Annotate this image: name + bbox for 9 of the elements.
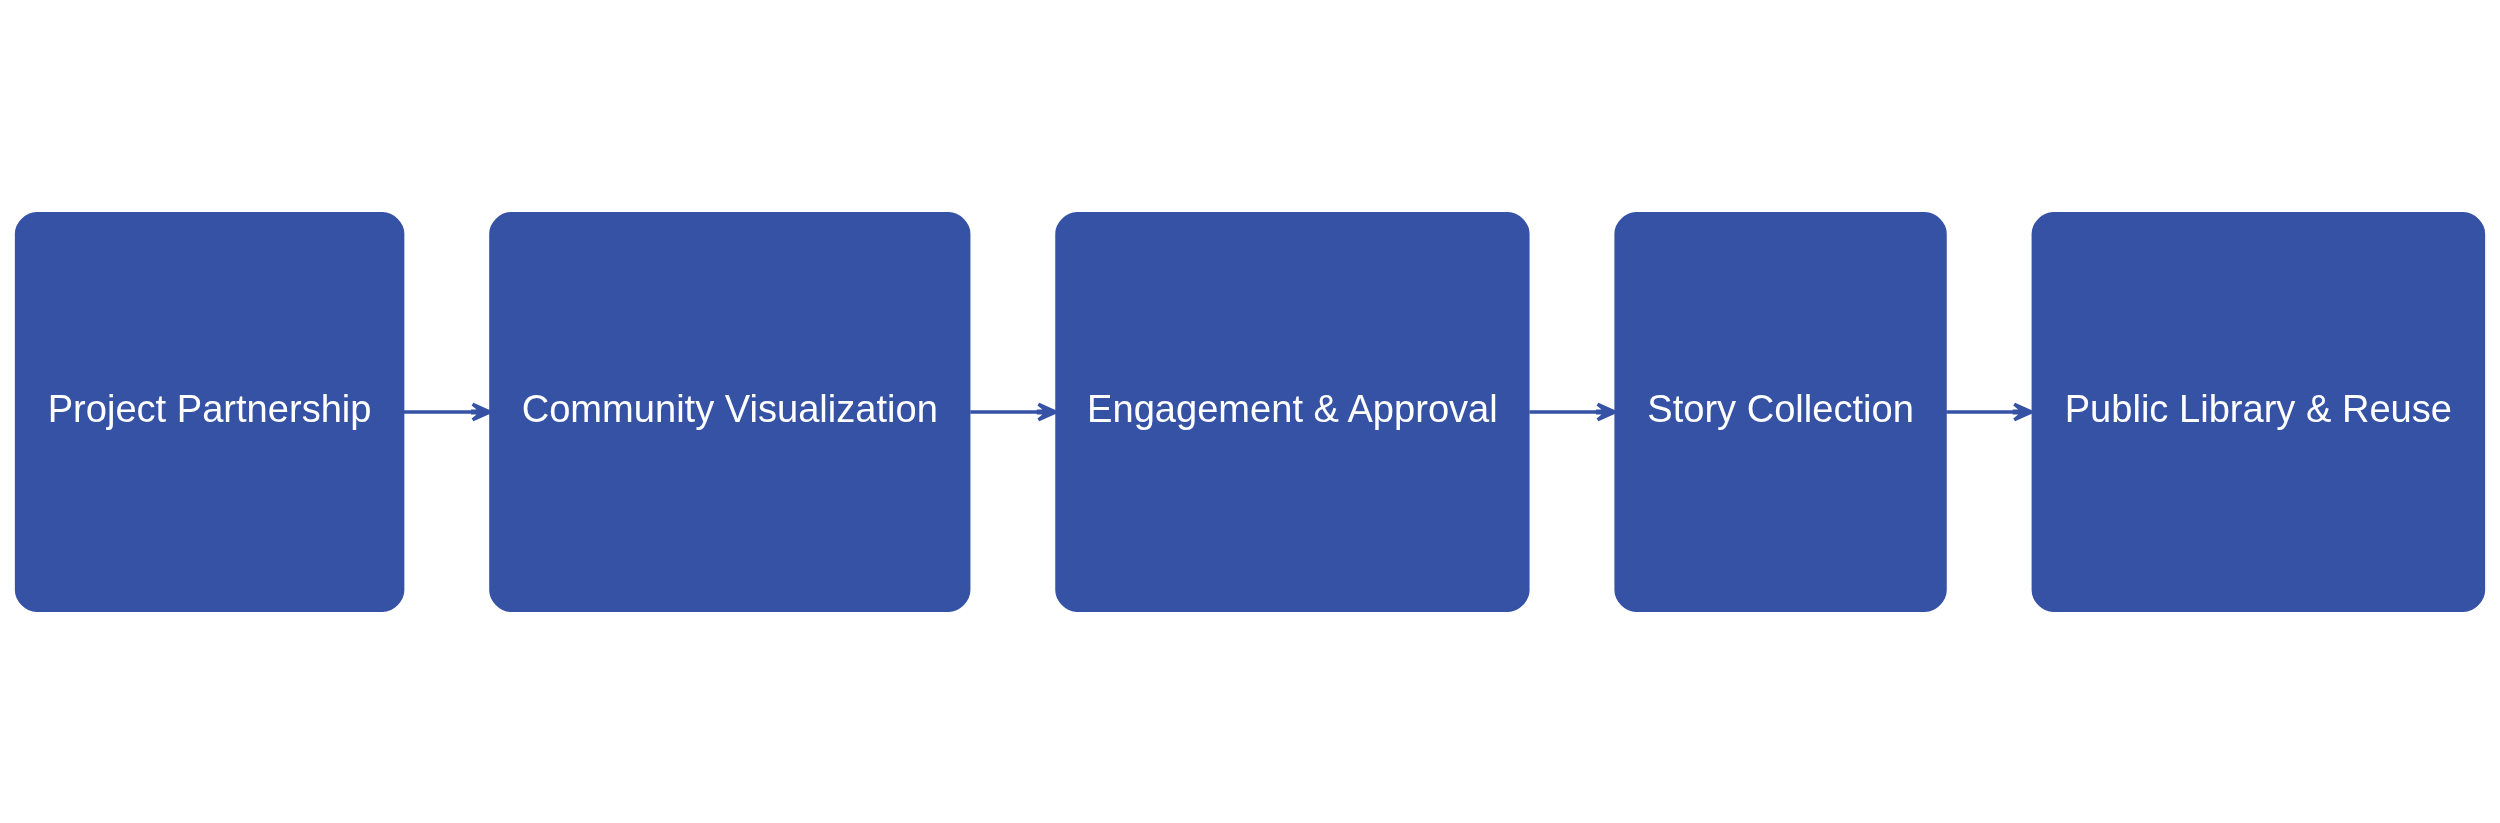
arrow bbox=[403, 401, 492, 422]
node-box: Project Partnership bbox=[14, 211, 405, 612]
node-box: Engagement & Approval bbox=[1055, 211, 1530, 612]
arrow bbox=[970, 401, 1058, 422]
node-box: Story Collection bbox=[1614, 211, 1947, 612]
arrow bbox=[1529, 401, 1617, 422]
arrow bbox=[1946, 401, 2034, 422]
node-box: Community Visualization bbox=[489, 211, 971, 612]
node-box: Public Library & Reuse bbox=[2031, 211, 2486, 612]
